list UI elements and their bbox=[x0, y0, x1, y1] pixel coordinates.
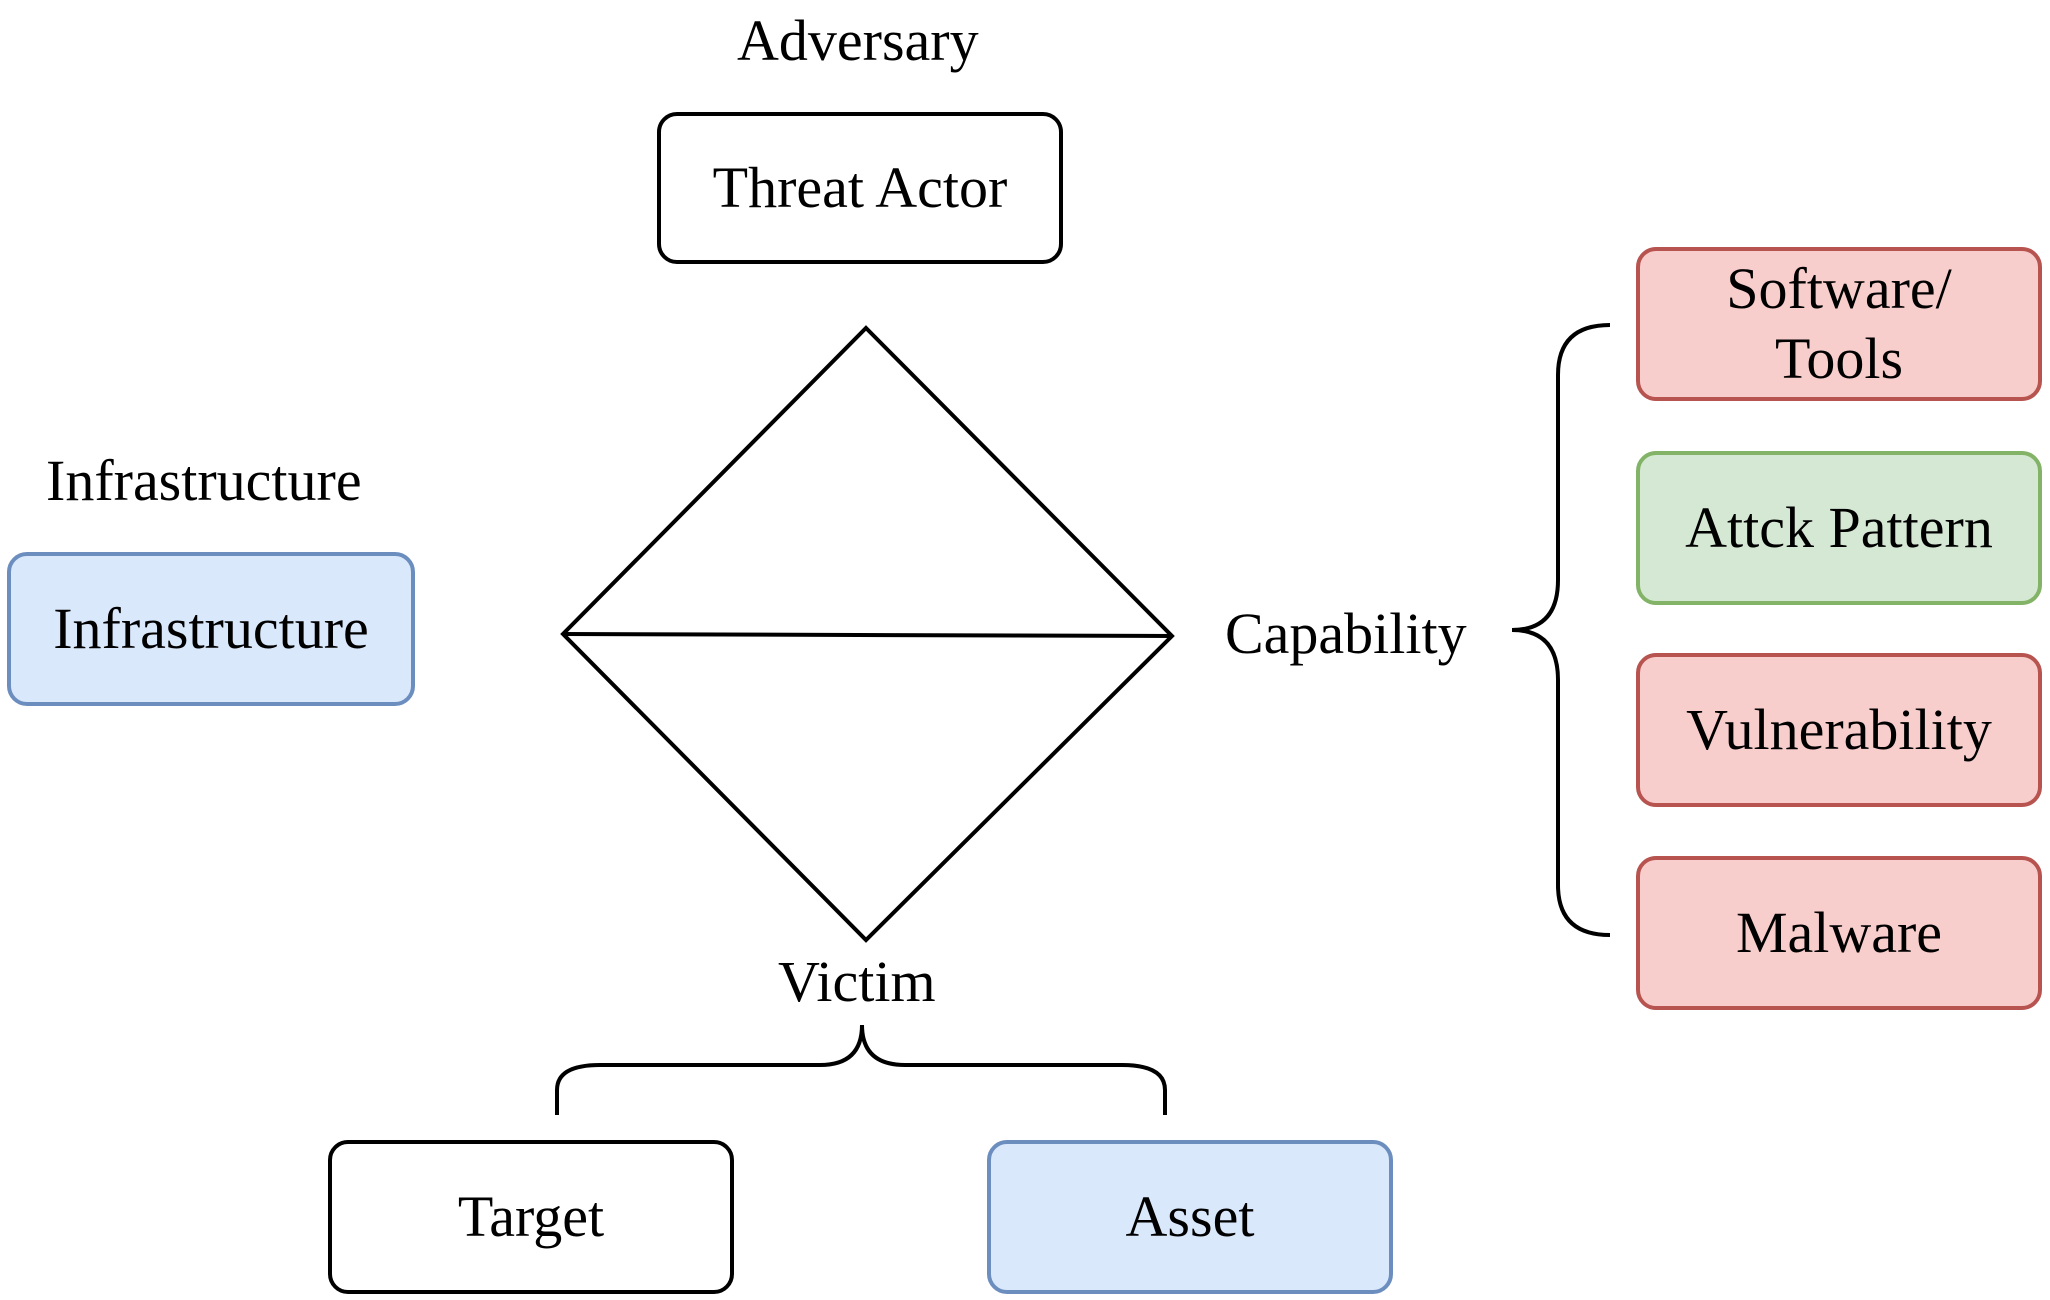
attack-pattern-box: Attck Pattern bbox=[1636, 451, 2042, 605]
diamond-axis-line bbox=[562, 632, 1173, 638]
capability-label: Capability bbox=[1225, 601, 1467, 666]
infrastructure-text: Infrastructure bbox=[53, 596, 369, 662]
infrastructure-box: Infrastructure bbox=[7, 552, 415, 706]
target-box: Target bbox=[328, 1140, 734, 1294]
adversary-label: Adversary bbox=[737, 8, 979, 73]
software-tools-text-line1: Software/ bbox=[1726, 256, 1952, 322]
threat-actor-text: Threat Actor bbox=[712, 155, 1008, 221]
victim-brace bbox=[555, 1024, 1167, 1115]
vulnerability-text: Vulnerability bbox=[1686, 697, 1992, 763]
infrastructure-label: Infrastructure bbox=[46, 448, 362, 513]
threat-actor-box: Threat Actor bbox=[657, 112, 1063, 264]
diamond-shape bbox=[560, 325, 1175, 943]
attack-pattern-text: Attck Pattern bbox=[1685, 495, 1993, 561]
malware-text: Malware bbox=[1735, 900, 1943, 966]
software-tools-text-line2: Tools bbox=[1774, 326, 1904, 391]
software-tools-box: Software/ Tools bbox=[1636, 247, 2042, 401]
asset-text: Asset bbox=[1125, 1184, 1255, 1250]
victim-label: Victim bbox=[778, 949, 936, 1014]
malware-box: Malware bbox=[1636, 856, 2042, 1010]
capability-brace bbox=[1511, 323, 1611, 937]
target-text: Target bbox=[457, 1184, 605, 1250]
asset-box: Asset bbox=[987, 1140, 1393, 1294]
vulnerability-box: Vulnerability bbox=[1636, 653, 2042, 807]
